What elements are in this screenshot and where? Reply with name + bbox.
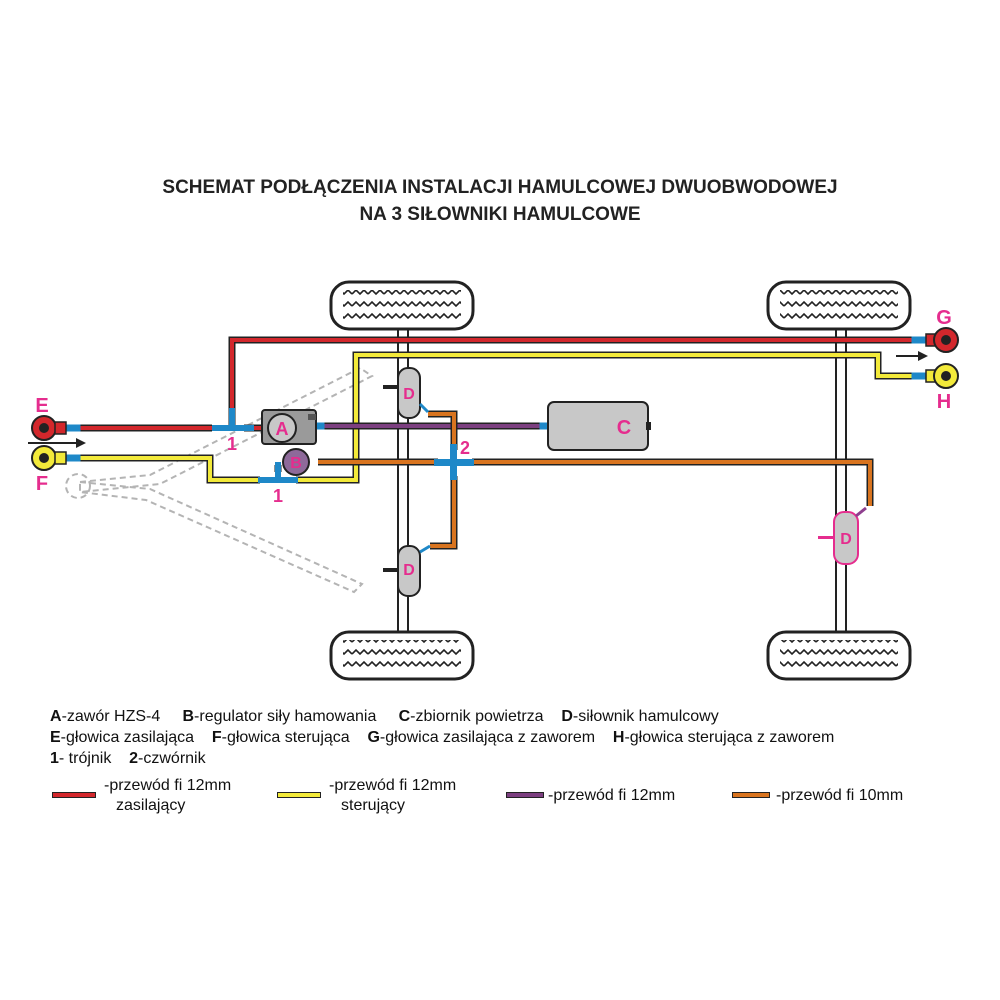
wire-swatch-yellow — [277, 792, 321, 798]
wire-legend-orange: -przewód fi 10mm — [776, 787, 904, 804]
regulator-b: B — [282, 448, 310, 476]
label-d-front-top: D — [403, 386, 415, 403]
label-d-rear: D — [840, 531, 852, 548]
brake-system-diagram: A B C D D D E F — [28, 280, 959, 681]
coupling-head-f: F — [31, 445, 67, 495]
wheel-front-top — [329, 280, 475, 331]
legend-item-h: H-głowica sterująca z zaworem — [612, 729, 835, 746]
legend-item-c: C-zbiornik powietrza — [398, 708, 544, 725]
brake-actuator-front-top: D — [383, 367, 430, 419]
legend-item-g: G-głowica zasilająca z zaworem — [367, 729, 596, 746]
legend-row-2: E-głowica zasilająca F-głowica sterująca… — [50, 728, 834, 748]
coupling-head-e: E — [31, 395, 67, 441]
wire-swatch-red — [52, 792, 96, 798]
wheel-rear-top — [766, 280, 912, 331]
arrow-inlet-icon — [28, 438, 86, 448]
rear-axle — [835, 330, 847, 632]
wheel-rear-bottom — [766, 630, 912, 681]
wheel-front-bottom — [329, 630, 475, 681]
control-line-yellow — [80, 351, 912, 484]
diagram-title: SCHEMAT PODŁĄCZENIA INSTALACJI HAMULCOWE… — [0, 174, 1000, 228]
title-line-2: NA 3 SIŁOWNIKI HAMULCOWE — [359, 204, 641, 225]
tee-fitting-lower — [258, 462, 298, 483]
legend-item-e: E-głowica zasilająca — [50, 729, 195, 746]
wire-swatch-orange — [732, 792, 770, 798]
legend-item-a: A-zawór HZS-4 — [50, 708, 161, 725]
valve-a-hzs4: A — [261, 409, 317, 445]
coupling-head-g: G — [925, 307, 959, 353]
legend-item-b: B-regulator siły hamowania — [182, 708, 377, 725]
label-cross: 2 — [460, 438, 470, 458]
wire-legend-yellow: -przewód fi 12mm sterujący — [329, 777, 457, 814]
label-g: G — [936, 307, 952, 329]
wire-legend-purple: -przewód fi 12mm — [548, 787, 676, 804]
label-f: F — [36, 473, 48, 495]
coupling-head-h: H — [925, 363, 959, 413]
drawbar-outline — [65, 366, 374, 594]
label-c: C — [617, 417, 631, 439]
brake-actuator-front-bottom: D — [383, 544, 431, 597]
label-e: E — [35, 395, 48, 417]
legend-item-1: 1- trójnik — [50, 750, 112, 767]
legend-row-3: 1- trójnik 2-czwórnik — [50, 749, 206, 769]
label-tee-upper: 1 — [227, 434, 237, 454]
label-a: A — [276, 419, 289, 439]
cross-fitting — [434, 444, 474, 480]
label-h: H — [937, 391, 951, 413]
label-tee-lower: 1 — [273, 486, 283, 506]
title-line-1: SCHEMAT PODŁĄCZENIA INSTALACJI HAMULCOWE… — [162, 177, 838, 198]
legend-item-d: D-siłownik hamulcowy — [561, 708, 719, 725]
air-tank-c: C — [547, 401, 651, 451]
wire-swatch-purple — [506, 792, 544, 798]
label-d-front-bottom: D — [403, 562, 415, 579]
arrow-outlet-icon — [896, 351, 928, 361]
brake-actuator-rear: D — [818, 506, 867, 565]
legend-row-1: A-zawór HZS-4 B-regulator siły hamowania… — [50, 707, 719, 727]
legend-item-2: 2-czwórnik — [129, 750, 206, 767]
tee-fitting-upper — [212, 408, 254, 431]
label-b: B — [290, 455, 302, 472]
wire-legend-red: -przewód fi 12mm zasilający — [104, 777, 232, 814]
legend-item-f: F-głowica sterująca — [211, 729, 350, 746]
supply-line-red — [80, 336, 912, 432]
line-orange — [318, 410, 874, 550]
